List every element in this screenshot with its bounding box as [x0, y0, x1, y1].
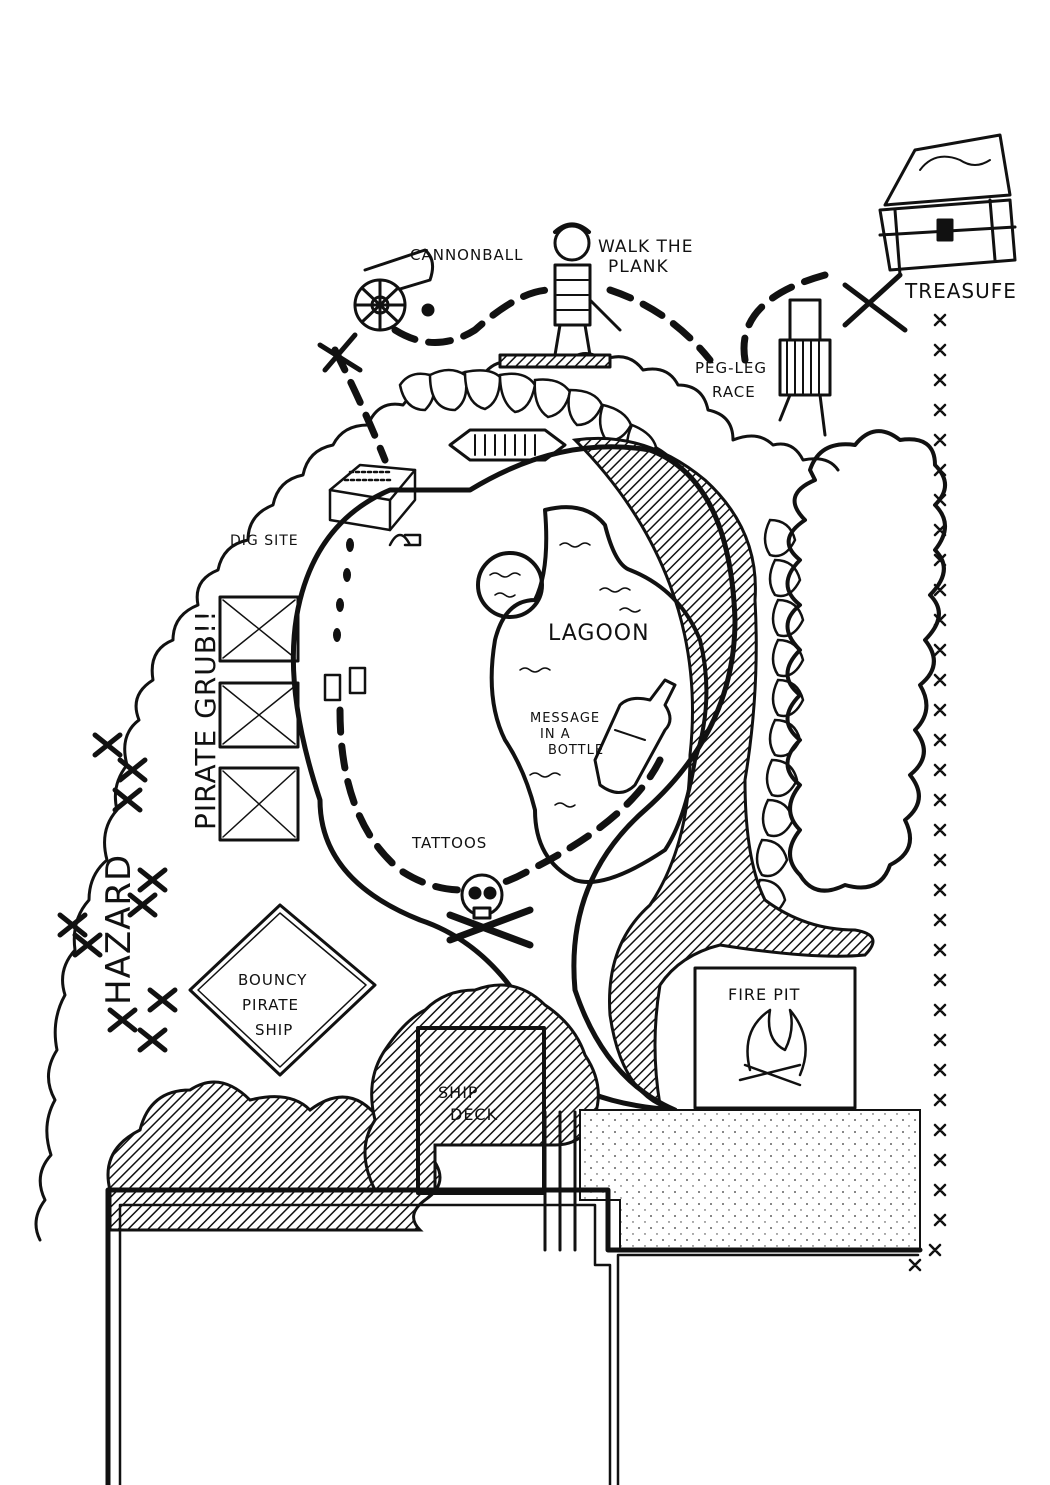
lagoon-label: LAGOON	[548, 621, 650, 646]
peg-leg-pirate-icon	[778, 298, 832, 437]
cannonball-label: CANNONBALL	[410, 246, 523, 264]
shovel-icon	[388, 533, 422, 547]
arrow-sign	[448, 428, 567, 462]
bouncy-label-1: BOUNCY	[238, 971, 307, 989]
hazard-label: HAZARD	[99, 854, 139, 1005]
bouncy-pirate-ship-area	[188, 903, 377, 1077]
lagoon-loop-path	[336, 706, 664, 894]
x-stitch-fence	[908, 313, 947, 1272]
shrub-ship-deck	[363, 983, 600, 1192]
dig-site-label: DIG SITE	[230, 533, 299, 549]
walk-the-plank-label-2: PLANK	[608, 257, 669, 277]
footprints-icon	[333, 538, 354, 642]
ship-deck	[416, 1026, 546, 1195]
treasure-label: TREASUFE	[904, 279, 1017, 303]
water-ripples	[489, 542, 641, 808]
treasure-path	[391, 271, 829, 364]
house-outline	[105, 1187, 923, 1485]
message-bottle-label-1: MESSAGE	[530, 711, 600, 726]
bottle-icon	[593, 678, 677, 794]
pirate-icon	[498, 222, 622, 369]
bouncy-label-2: PIRATE	[242, 996, 299, 1014]
message-bottle-label-3: BOTTLE	[548, 743, 604, 758]
ship-deck-label-1: SHIP	[438, 1083, 479, 1102]
x-mark-icon	[317, 332, 363, 373]
planting-bed	[571, 436, 875, 1108]
small-pond	[476, 551, 544, 619]
skull-crossbones-icon	[446, 873, 534, 949]
lagoon	[489, 505, 709, 884]
fire-pit-label: FIRE PIT	[728, 985, 800, 1004]
hedge	[785, 429, 947, 893]
ship-deck-label-2: DECK	[450, 1105, 498, 1124]
fire-pit-area	[693, 966, 857, 1110]
hazard-x-marks	[57, 732, 178, 1053]
steps	[543, 1110, 577, 1252]
cups-icon	[323, 666, 367, 702]
property-boundary	[34, 352, 840, 1242]
pirate-grub-label: PIRATE GRUB!!	[189, 610, 222, 830]
message-bottle-label-2: IN A	[540, 727, 571, 742]
dig-site-path	[331, 346, 389, 464]
x-mark-icon	[842, 272, 908, 333]
grub-tables	[218, 595, 300, 842]
bouncy-label-3: SHIP	[255, 1021, 293, 1039]
fire-icon	[738, 1008, 807, 1087]
peg-leg-race-label-2: RACE	[712, 383, 756, 401]
treasure-chest-icon	[878, 133, 1017, 277]
peg-leg-race-label-1: PEG-LEG	[695, 359, 767, 377]
patio	[579, 1109, 921, 1251]
cannon-icon	[353, 248, 435, 332]
tattoos-label: TATTOOS	[411, 834, 487, 852]
walk-the-plank-label-1: WALK THE	[598, 237, 693, 257]
